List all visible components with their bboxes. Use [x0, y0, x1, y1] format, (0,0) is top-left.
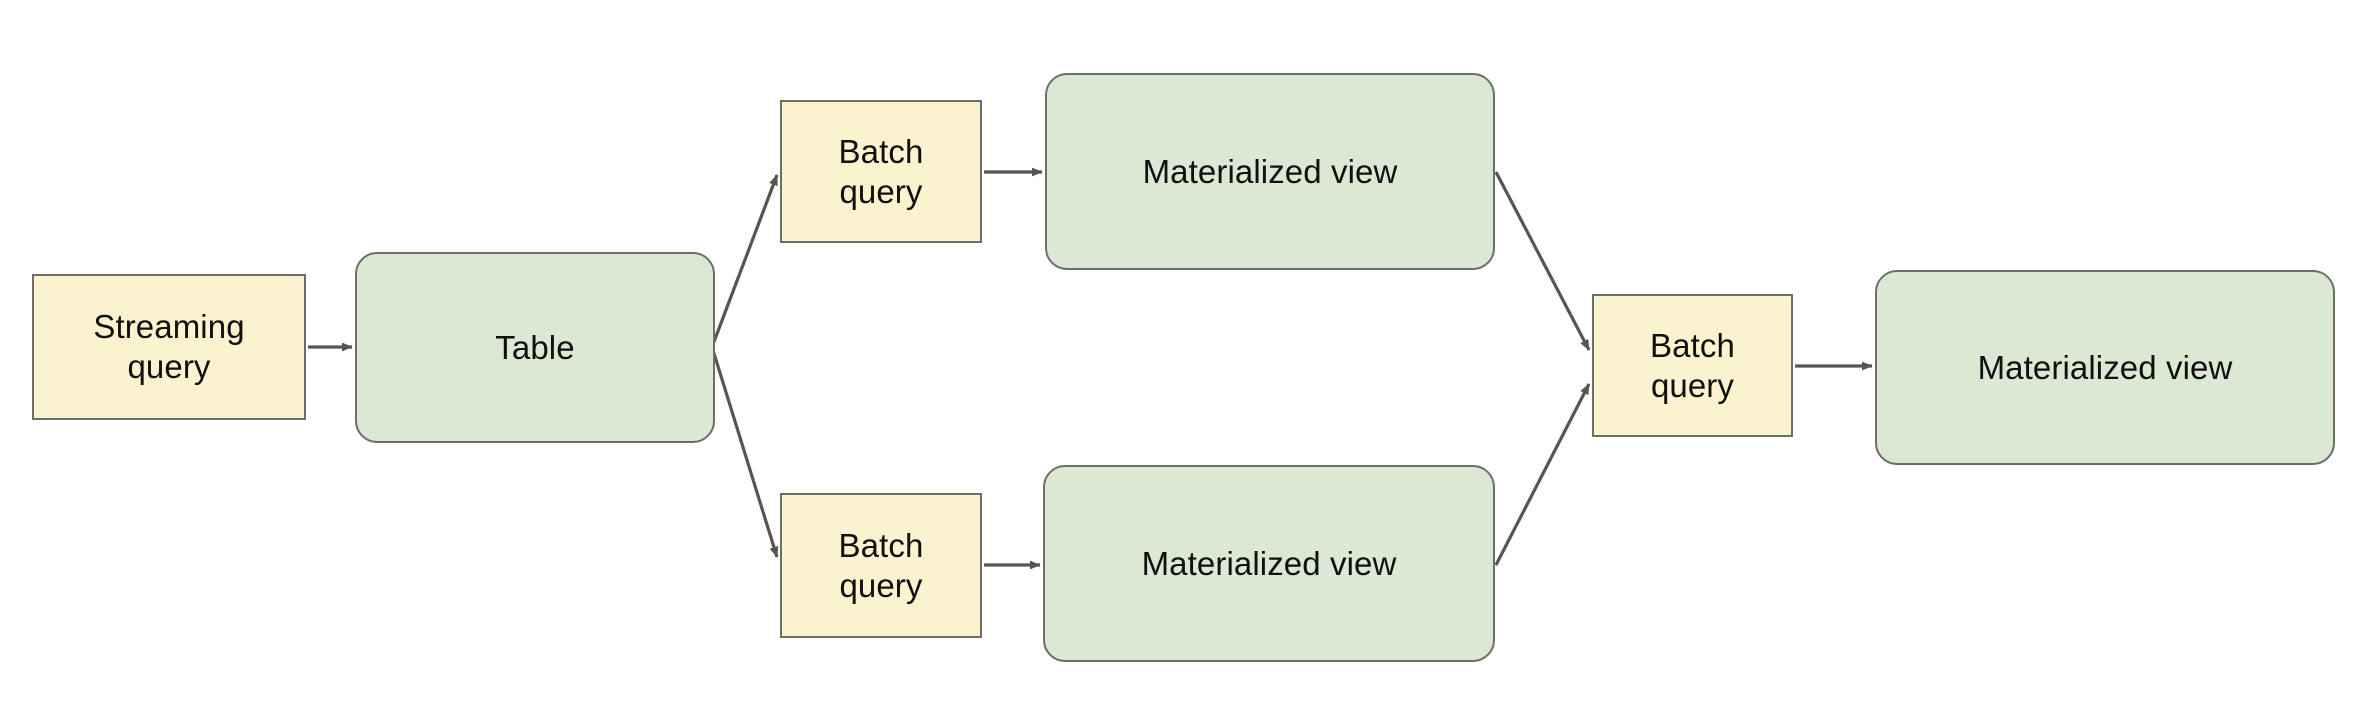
node-table[interactable]: Table: [355, 252, 715, 443]
edge-materialized-view-bottom-to-batch-query-center: [1494, 383, 1591, 566]
node-materialized-view-right[interactable]: Materialized view: [1875, 270, 2335, 465]
node-label: Batch query: [1650, 326, 1735, 404]
node-label: Materialized view: [1142, 152, 1398, 190]
node-batch-query-top[interactable]: Batch query: [780, 100, 982, 243]
node-materialized-view-bottom[interactable]: Materialized view: [1043, 465, 1495, 662]
node-batch-query-center[interactable]: Batch query: [1592, 294, 1793, 437]
edge-materialized-view-top-to-batch-query-center: [1494, 171, 1591, 351]
node-materialized-view-top[interactable]: Materialized view: [1045, 73, 1495, 270]
node-label: Materialized view: [1977, 348, 2233, 386]
node-label: Streaming query: [93, 308, 245, 385]
edge-table-to-batch-query-top: [710, 174, 779, 348]
node-label: Materialized view: [1141, 544, 1397, 582]
node-batch-query-bottom[interactable]: Batch query: [780, 493, 982, 638]
node-label: Batch query: [838, 526, 924, 604]
node-label: Table: [495, 328, 575, 366]
edge-table-to-batch-query-bottom: [710, 346, 779, 558]
node-label: Batch query: [838, 132, 924, 210]
node-streaming-query[interactable]: Streaming query: [32, 274, 306, 420]
